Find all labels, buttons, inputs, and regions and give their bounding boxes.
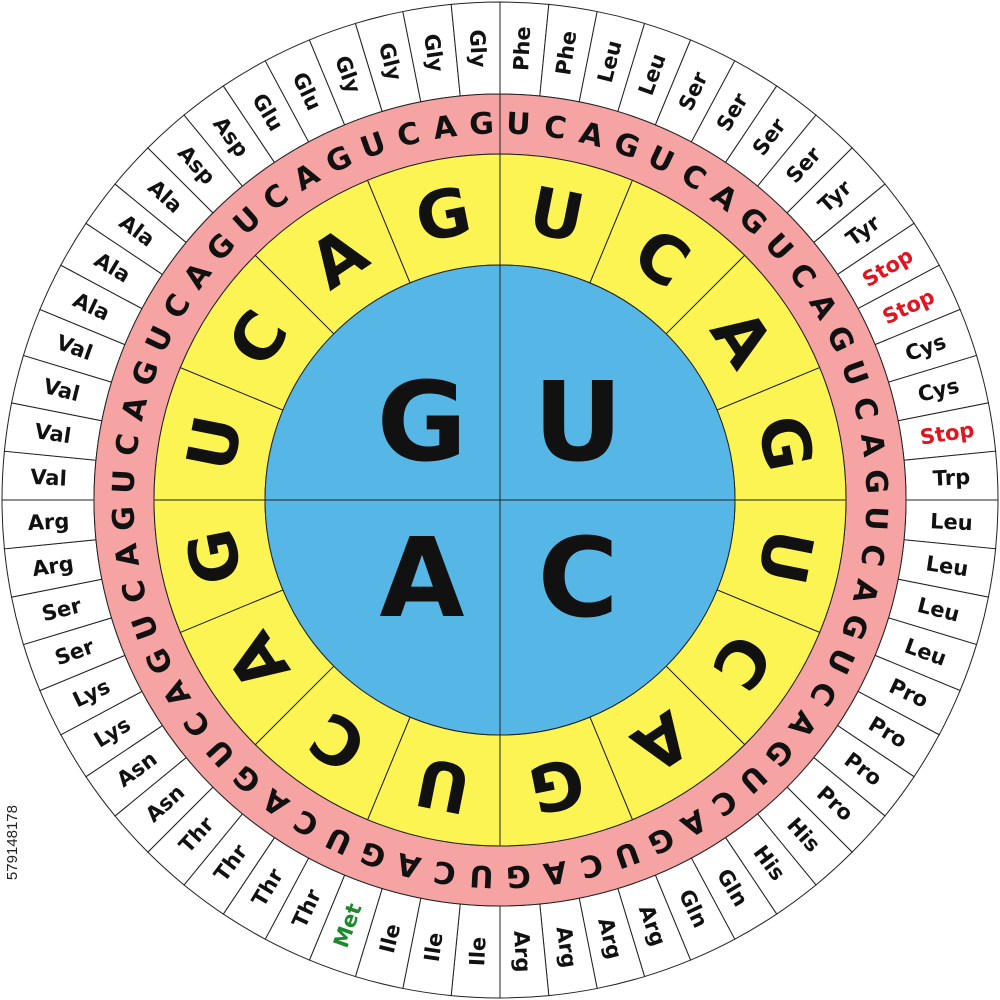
amino-acid-label: Val: [33, 419, 73, 448]
first-base-quadrant: [499, 499, 736, 736]
amino-acid-label: Arg: [27, 509, 70, 535]
amino-acid-label: Val: [30, 465, 68, 491]
third-base-label: C: [853, 542, 891, 569]
amino-acid-label: Leu: [930, 509, 974, 535]
third-base-label: U: [505, 106, 531, 142]
amino-acid-label: Gly: [465, 29, 491, 69]
third-base-label: C: [109, 431, 147, 458]
third-base-label: G: [468, 106, 494, 142]
stock-id-watermark: 579148178: [4, 804, 21, 880]
first-base-quadrant: [499, 264, 736, 501]
third-base-label: G: [505, 857, 531, 893]
third-base-label: G: [106, 505, 142, 531]
amino-acid-label: Ile: [465, 936, 490, 966]
amino-acid-label: Ile: [420, 931, 448, 963]
amino-acid-label: Trp: [932, 465, 971, 491]
third-base-label: G: [857, 468, 893, 494]
third-base-label: U: [469, 857, 495, 893]
amino-acid-label: Arg: [509, 930, 535, 973]
first-base-quadrant: [264, 499, 501, 736]
third-base-label: C: [542, 109, 569, 147]
first-base-label: C: [538, 514, 619, 642]
amino-acid-label: Gly: [419, 32, 448, 74]
first-base-label: G: [377, 358, 467, 486]
third-base-label: U: [106, 469, 142, 495]
third-base-label: C: [431, 853, 458, 891]
first-base-quadrant: [264, 264, 501, 501]
third-base-label: U: [857, 505, 893, 531]
amino-acid-label: Phe: [509, 26, 535, 72]
first-base-label: A: [379, 514, 464, 642]
first-base-label: U: [533, 358, 622, 486]
